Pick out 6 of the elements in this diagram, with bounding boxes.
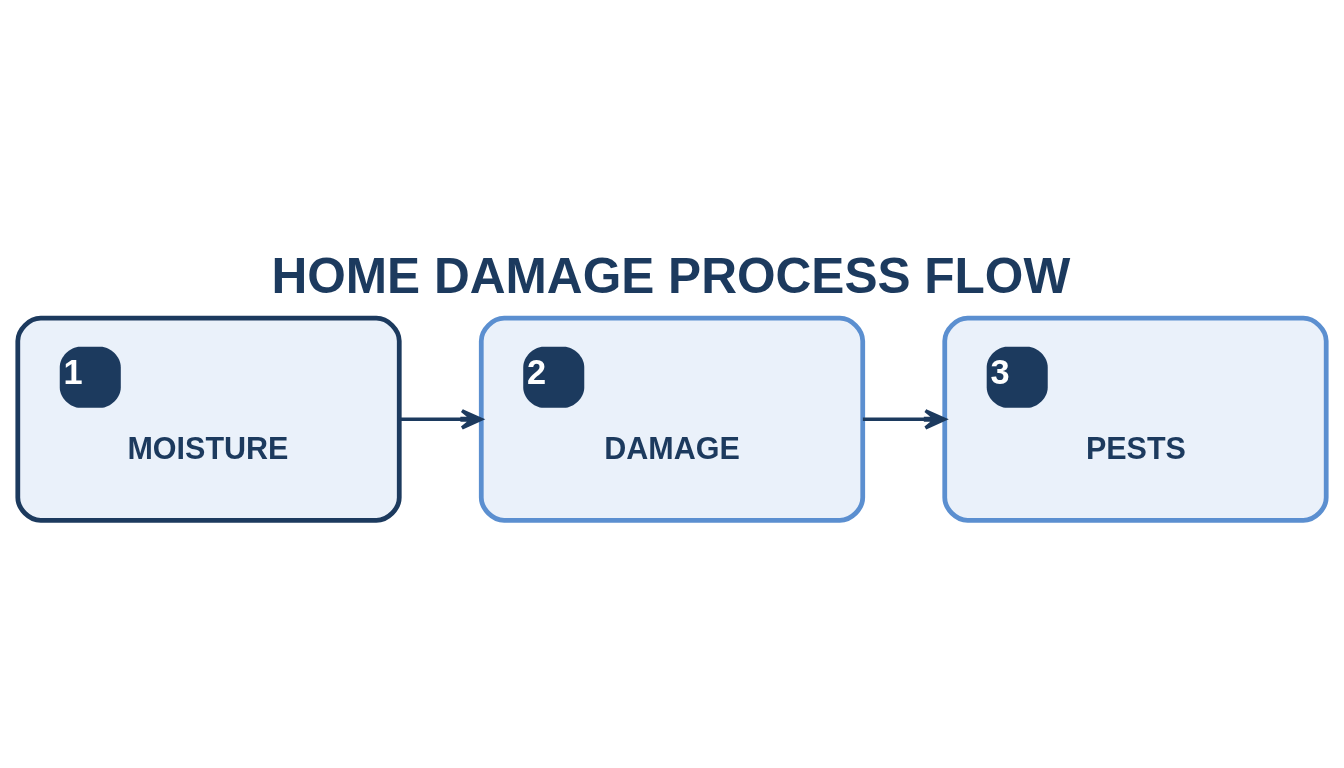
diagram-title: HOME DAMAGE PROCESS FLOW	[271, 248, 1071, 305]
node-box: 2 DAMAGE	[478, 315, 866, 523]
node-box: 1 MOISTURE	[15, 315, 402, 523]
arrow	[399, 409, 483, 430]
node-box: 3 PESTS	[942, 315, 1329, 523]
arrow	[862, 409, 947, 430]
